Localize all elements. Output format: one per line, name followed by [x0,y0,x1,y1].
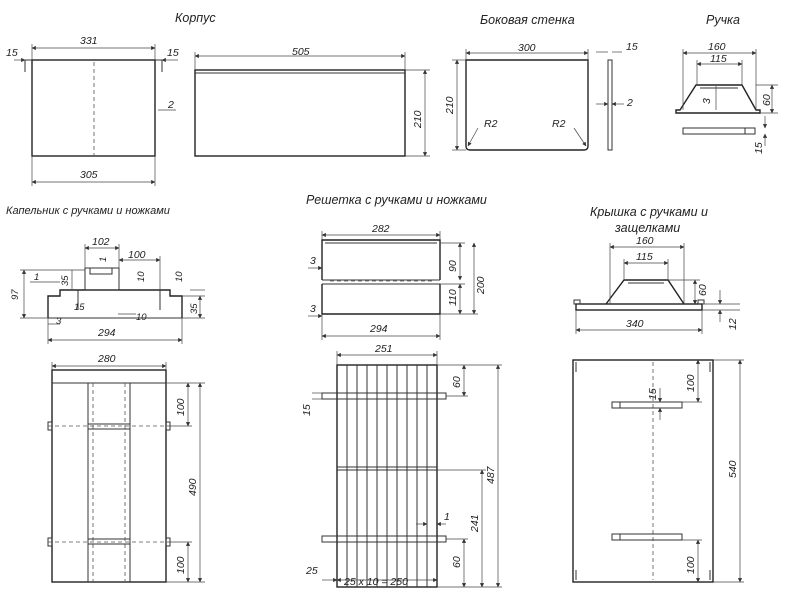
dim-drip-1-left: 1 [34,272,39,283]
dim-drip-10-c: 10 [136,312,147,323]
dim-drip-100-top: 100 [175,398,187,416]
dim-grate-241: 241 [469,514,481,533]
dim-grate-15: 15 [301,404,313,416]
grate-side-view [308,231,478,340]
dim-grate-200: 200 [475,276,487,295]
title-drip-tray: Капельник с ручками и ножками [6,205,170,217]
lid-top-view [572,359,744,583]
dim-drip-1-top: 1 [98,257,109,262]
dim-handle-3: 3 [701,98,713,104]
dim-lid-340: 340 [626,318,644,330]
side-wall-view [452,49,624,151]
dim-lid-100-top: 100 [685,374,697,392]
dim-drip-100-bottom: 100 [175,556,187,574]
dim-grate-formula: 25 x 10 = 250 [343,576,408,588]
dim-handle-60: 60 [761,94,773,106]
dim-drip-100: 100 [128,249,146,261]
dim-handle-15: 15 [753,142,765,154]
dim-side-wall-2: 2 [626,97,633,109]
korpus-front-view [14,44,178,186]
dim-drip-3: 3 [56,316,62,327]
dim-korpus-15-right: 15 [167,47,179,59]
dim-korpus-305: 305 [80,169,98,181]
dim-korpus-505: 505 [292,46,310,58]
dim-korpus-2: 2 [167,99,174,111]
dim-drip-490: 490 [187,478,199,496]
dim-side-wall-15: 15 [626,41,638,53]
dim-drip-97: 97 [10,289,21,300]
dim-side-wall-300: 300 [518,42,536,54]
title-lid-line2: защелками [614,221,680,235]
dim-grate-1: 1 [444,511,450,523]
title-side-wall: Боковая стенка [480,13,575,27]
dim-grate-294: 294 [369,323,388,335]
dim-lid-12: 12 [727,318,739,330]
dim-drip-15: 15 [74,302,85,313]
dim-drip-35-b: 35 [189,303,200,314]
dim-side-wall-210: 210 [444,96,456,115]
dim-drip-102: 102 [92,236,110,248]
dim-handle-160: 160 [708,41,726,53]
dim-drip-294: 294 [97,327,116,339]
drip-tray-top-view [47,362,205,583]
title-korpus: Корпус [175,11,216,25]
dim-grate-251: 251 [374,343,393,355]
dim-korpus-331: 331 [80,35,98,47]
dim-grate-25: 25 [305,565,318,577]
dim-drip-10-a: 10 [136,271,147,282]
dim-lid-15: 15 [647,388,659,400]
dim-lid-160: 160 [636,235,654,247]
title-handle: Ручка [706,13,740,27]
dim-lid-60: 60 [697,284,709,296]
dim-side-wall-r2-left: R2 [484,118,498,130]
dim-grate-60-top: 60 [451,376,463,388]
drip-tray-side-view [20,244,205,344]
dim-handle-115: 115 [710,53,727,65]
dim-side-wall-r2-right: R2 [552,118,566,130]
dim-grate-282: 282 [371,223,390,235]
dim-drip-280: 280 [97,353,116,365]
title-lid-line1: Крышка с ручками и [590,205,708,219]
dim-lid-540: 540 [727,460,739,478]
title-grate: Решетка с ручками и ножками [306,193,487,207]
dim-grate-3-top: 3 [310,255,316,267]
korpus-side-view [194,52,430,157]
grate-top-view [312,351,502,588]
dim-grate-487: 487 [485,465,497,484]
dim-drip-10-b: 10 [174,271,185,282]
dim-lid-115: 115 [636,251,653,263]
dim-grate-90: 90 [447,260,459,272]
dim-korpus-15-left: 15 [6,47,18,59]
dim-grate-3-bottom: 3 [310,303,316,315]
dim-lid-100-bottom: 100 [685,556,697,574]
handle-view [675,49,778,146]
lid-side-view [573,243,740,334]
dim-grate-60-bottom: 60 [451,556,463,568]
dim-korpus-210: 210 [412,110,424,129]
dim-grate-110: 110 [447,289,459,306]
dim-drip-35-a: 35 [60,275,71,286]
